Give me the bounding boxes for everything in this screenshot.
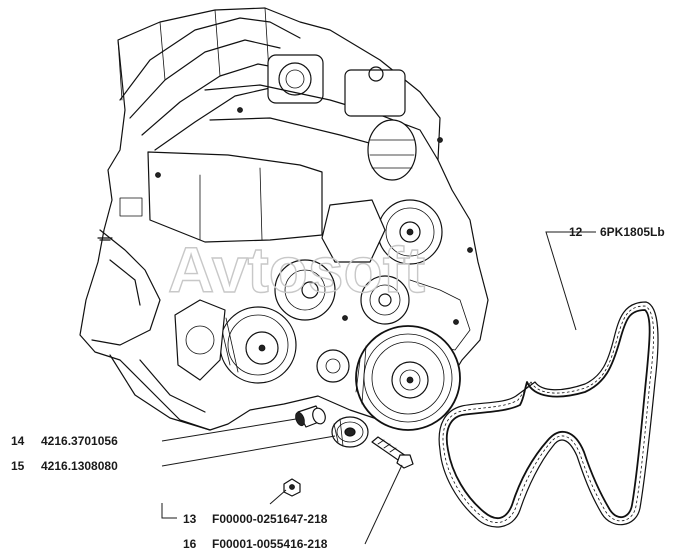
callout-12-number: 12 — [569, 225, 583, 239]
callout-12-code: 6PK1805Lb — [600, 225, 665, 239]
oil-pan — [109, 354, 211, 431]
callout-13-code: F00000-0251647-218 — [212, 512, 328, 526]
watermark: Avtosoft — [168, 234, 425, 306]
callout-15-number: 15 — [11, 459, 25, 473]
bolt-part-16 — [371, 436, 414, 469]
callout-16-code: F00001-0055416-218 — [212, 537, 328, 551]
leader-lines — [161, 231, 596, 545]
idler-pulley — [316, 349, 350, 383]
spacer-sleeve-part-14 — [295, 405, 326, 428]
drive-belt-part-12 — [438, 301, 659, 528]
callout-14-number: 14 — [11, 434, 25, 448]
callout-14: 14 4216.3701056 — [11, 434, 118, 448]
throttle-body — [267, 54, 324, 104]
callout-13-number: 13 — [183, 512, 197, 526]
ac-compressor-pulley — [174, 299, 297, 384]
callout-16-number: 16 — [183, 537, 197, 551]
intake-manifold — [119, 17, 306, 151]
callout-15: 15 4216.1308080 — [11, 459, 118, 473]
tensioner-pulley — [274, 259, 336, 321]
callout-12: 12 6PK1805Lb — [569, 225, 665, 239]
crankshaft-pulley — [355, 325, 461, 431]
idler-pulley-part-15 — [331, 416, 369, 448]
engine-assembly — [79, 7, 489, 431]
exhaust-manifold — [91, 229, 161, 346]
alternator — [360, 275, 471, 351]
callout-15-code: 4216.1308080 — [41, 459, 118, 473]
oil-filter — [367, 119, 417, 181]
callout-16: 16 F00001-0055416-218 — [183, 537, 328, 551]
nut-part-13 — [283, 478, 301, 497]
callout-14-code: 4216.3701056 — [41, 434, 118, 448]
callout-13: 13 F00000-0251647-218 — [183, 512, 328, 526]
heat-shield — [147, 151, 323, 243]
